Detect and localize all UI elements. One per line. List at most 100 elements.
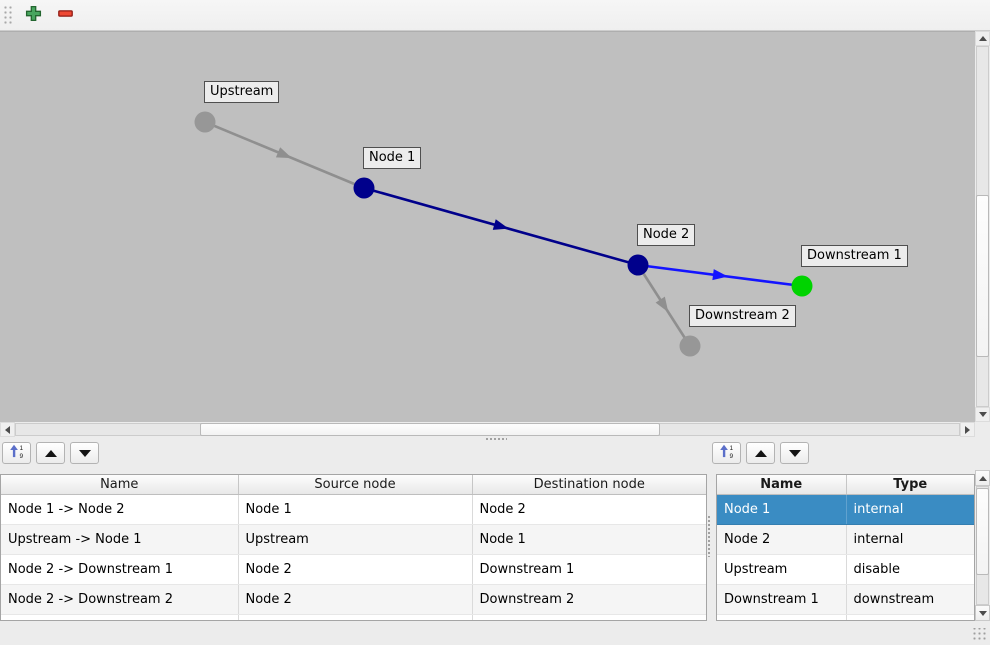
vscroll-thumb[interactable]: [976, 488, 989, 575]
nodes-table-vscrollbar[interactable]: [975, 470, 990, 621]
edges-table-row-cell[interactable]: Node 2: [238, 584, 473, 615]
svg-text:1: 1: [729, 445, 733, 452]
scrollbar-corner: [975, 422, 990, 437]
node-node1[interactable]: [353, 177, 375, 199]
vertical-splitter-handle[interactable]: [707, 515, 712, 557]
scroll-down-button[interactable]: [975, 605, 990, 621]
node-upstream[interactable]: [194, 111, 216, 133]
add-button[interactable]: [20, 2, 47, 29]
edges-table-row-cell[interactable]: Downstream 1: [472, 554, 706, 585]
node-label-upstream[interactable]: Upstream: [204, 81, 280, 103]
node-downstream1[interactable]: [791, 275, 813, 297]
edges-table-row-cell[interactable]: Upstream: [238, 524, 473, 555]
move-up-icon: [44, 449, 57, 457]
vscroll-thumb[interactable]: [976, 195, 989, 357]
nodes-column-header-name[interactable]: Name: [717, 475, 847, 495]
edge-arrow-icon: [712, 269, 728, 281]
node-node2[interactable]: [627, 254, 649, 276]
edges-move-down-button[interactable]: [70, 442, 99, 464]
arrow-down-icon: [978, 610, 987, 616]
canvas-vscrollbar[interactable]: [975, 31, 990, 422]
node-label-node2[interactable]: Node 2: [637, 224, 696, 246]
edge-arrow-icon: [655, 296, 669, 313]
scroll-down-button[interactable]: [975, 407, 990, 422]
edges-column-header-destination-node[interactable]: Destination node: [472, 475, 706, 495]
arrow-left-icon: [5, 425, 10, 434]
edges-table-row-cell[interactable]: Node 2: [472, 494, 706, 525]
nodes-table-row-cell[interactable]: Downstream 1: [717, 584, 847, 615]
edges-sort-button[interactable]: 1 9: [2, 442, 31, 464]
edges-table-row-cell[interactable]: Node 1: [238, 494, 473, 525]
nodes-table-row-cell[interactable]: disable: [846, 554, 974, 585]
edge-arrow-icon: [275, 147, 292, 159]
edges-table-row-cell[interactable]: Node 1: [472, 524, 706, 555]
scroll-left-button[interactable]: [0, 422, 15, 437]
nodes-toolbar: 1 9: [712, 442, 809, 465]
nodes-table-row-cell[interactable]: internal: [846, 524, 974, 555]
scroll-up-button[interactable]: [975, 470, 990, 486]
nodes-move-down-button[interactable]: [780, 442, 809, 464]
edges-move-up-button[interactable]: [36, 442, 65, 464]
nodes-table-empty-row: [717, 614, 974, 620]
node-downstream2[interactable]: [679, 335, 701, 357]
scroll-up-button[interactable]: [975, 31, 990, 46]
nodes-table-row-cell[interactable]: internal: [846, 494, 974, 525]
edge-arrow-icon: [492, 219, 509, 230]
nodes-table-row-cell[interactable]: Node 2: [717, 524, 847, 555]
edges-column-header-source-node[interactable]: Source node: [238, 475, 473, 495]
edges-toolbar: 1 9: [2, 442, 99, 465]
move-down-icon: [78, 449, 91, 457]
toolbar-drag-handle[interactable]: [3, 5, 13, 25]
canvas-hscrollbar[interactable]: [0, 422, 975, 437]
nodes-table-row-cell[interactable]: downstream: [846, 584, 974, 615]
edges-table-empty-row-cell: [472, 614, 706, 620]
svg-text:9: 9: [19, 453, 23, 459]
sort-ascending-icon: 1 9: [719, 444, 735, 462]
nodes-table-row-cell[interactable]: Upstream: [717, 554, 847, 585]
remove-button[interactable]: [52, 2, 79, 29]
nodes-move-up-button[interactable]: [746, 442, 775, 464]
edges-table-empty-row: [1, 614, 706, 620]
horizontal-splitter-handle[interactable]: [485, 437, 507, 442]
nodes-table-empty-row-cell: [846, 614, 974, 620]
nodes-table-row-cell[interactable]: Node 1: [717, 494, 847, 525]
edges-table-row-cell[interactable]: Node 2: [238, 554, 473, 585]
node-label-downstream2[interactable]: Downstream 2: [689, 305, 796, 327]
minus-icon: [57, 5, 74, 25]
nodes-column-header-type[interactable]: Type: [846, 475, 974, 495]
status-bar: [0, 621, 990, 645]
edges-table-row-cell[interactable]: Downstream 2: [472, 584, 706, 615]
edges-table-row-cell[interactable]: Node 2 -> Downstream 2: [1, 584, 239, 615]
edges-table-empty-row-cell: [238, 614, 473, 620]
resize-grip[interactable]: [973, 628, 987, 641]
scroll-right-button[interactable]: [960, 422, 975, 437]
edges-table-row-cell[interactable]: Node 2 -> Downstream 1: [1, 554, 239, 585]
svg-text:9: 9: [729, 453, 733, 459]
edges-column-header-name[interactable]: Name: [1, 475, 239, 495]
hscroll-thumb[interactable]: [200, 423, 660, 436]
nodes-sort-button[interactable]: 1 9: [712, 442, 741, 464]
node-label-downstream1[interactable]: Downstream 1: [801, 245, 908, 267]
bottom-panes: 1 9 1 9: [0, 440, 990, 621]
plus-icon: [25, 5, 42, 25]
graph-svg: [194, 111, 813, 357]
node-label-node1[interactable]: Node 1: [363, 147, 422, 169]
arrow-down-icon: [978, 412, 987, 417]
edges-table-row-cell[interactable]: Node 1 -> Node 2: [1, 494, 239, 525]
edges-table-row-cell[interactable]: Upstream -> Node 1: [1, 524, 239, 555]
